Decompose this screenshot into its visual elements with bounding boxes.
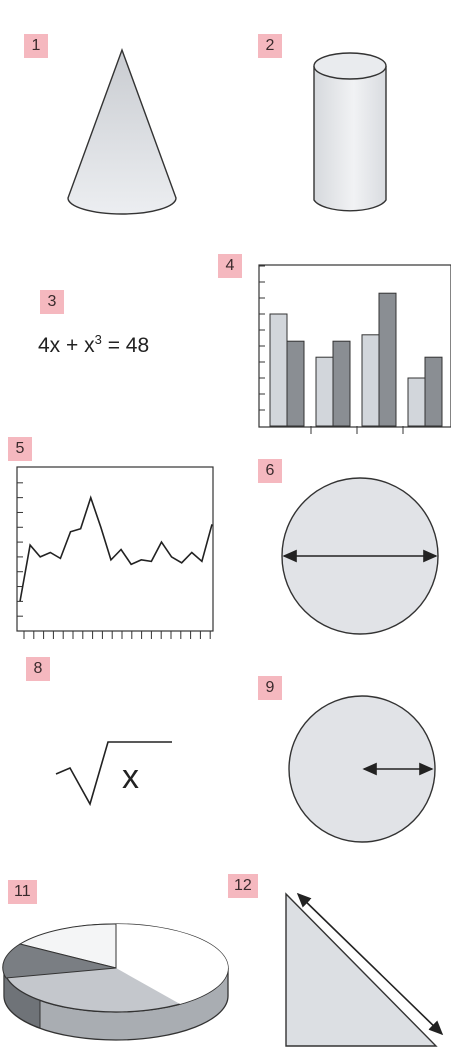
figure-number-4: 4 xyxy=(218,254,242,278)
bar-chart xyxy=(258,264,451,434)
bar-2-1 xyxy=(315,356,334,427)
hypotenuse-arrow xyxy=(296,892,444,1036)
circle-diameter-figure xyxy=(281,477,439,635)
figure-number-3: 3 xyxy=(40,290,64,314)
figure-number-6: 6 xyxy=(258,459,282,483)
equation: 4x + x3 = 48 xyxy=(38,332,150,357)
bar-3-1 xyxy=(361,334,380,427)
bar-4-2 xyxy=(424,356,443,427)
figure-number-11: 11 xyxy=(8,880,37,904)
bar-4-1 xyxy=(407,377,426,427)
right-triangle-figure xyxy=(285,892,444,1047)
sqrt-variable: x xyxy=(122,758,139,796)
figure-number-8: 8 xyxy=(26,657,50,681)
square-root-sign xyxy=(55,741,172,807)
bar-2-2 xyxy=(332,340,351,427)
series-line xyxy=(19,495,213,602)
cone-figure xyxy=(67,47,177,215)
cylinder-figure xyxy=(313,52,387,212)
figure-number-5: 5 xyxy=(8,437,32,461)
bar-1-2 xyxy=(286,340,305,427)
line-chart xyxy=(16,466,214,639)
figure-number-9: 9 xyxy=(258,676,282,700)
bar-1-1 xyxy=(269,313,288,427)
bar-3-2 xyxy=(378,292,397,427)
figure-number-2: 2 xyxy=(258,34,282,58)
circle-radius-figure xyxy=(288,695,436,843)
pie-chart-3d xyxy=(2,923,229,1041)
figure-number-1: 1 xyxy=(24,34,48,58)
figure-number-12: 12 xyxy=(228,874,258,898)
